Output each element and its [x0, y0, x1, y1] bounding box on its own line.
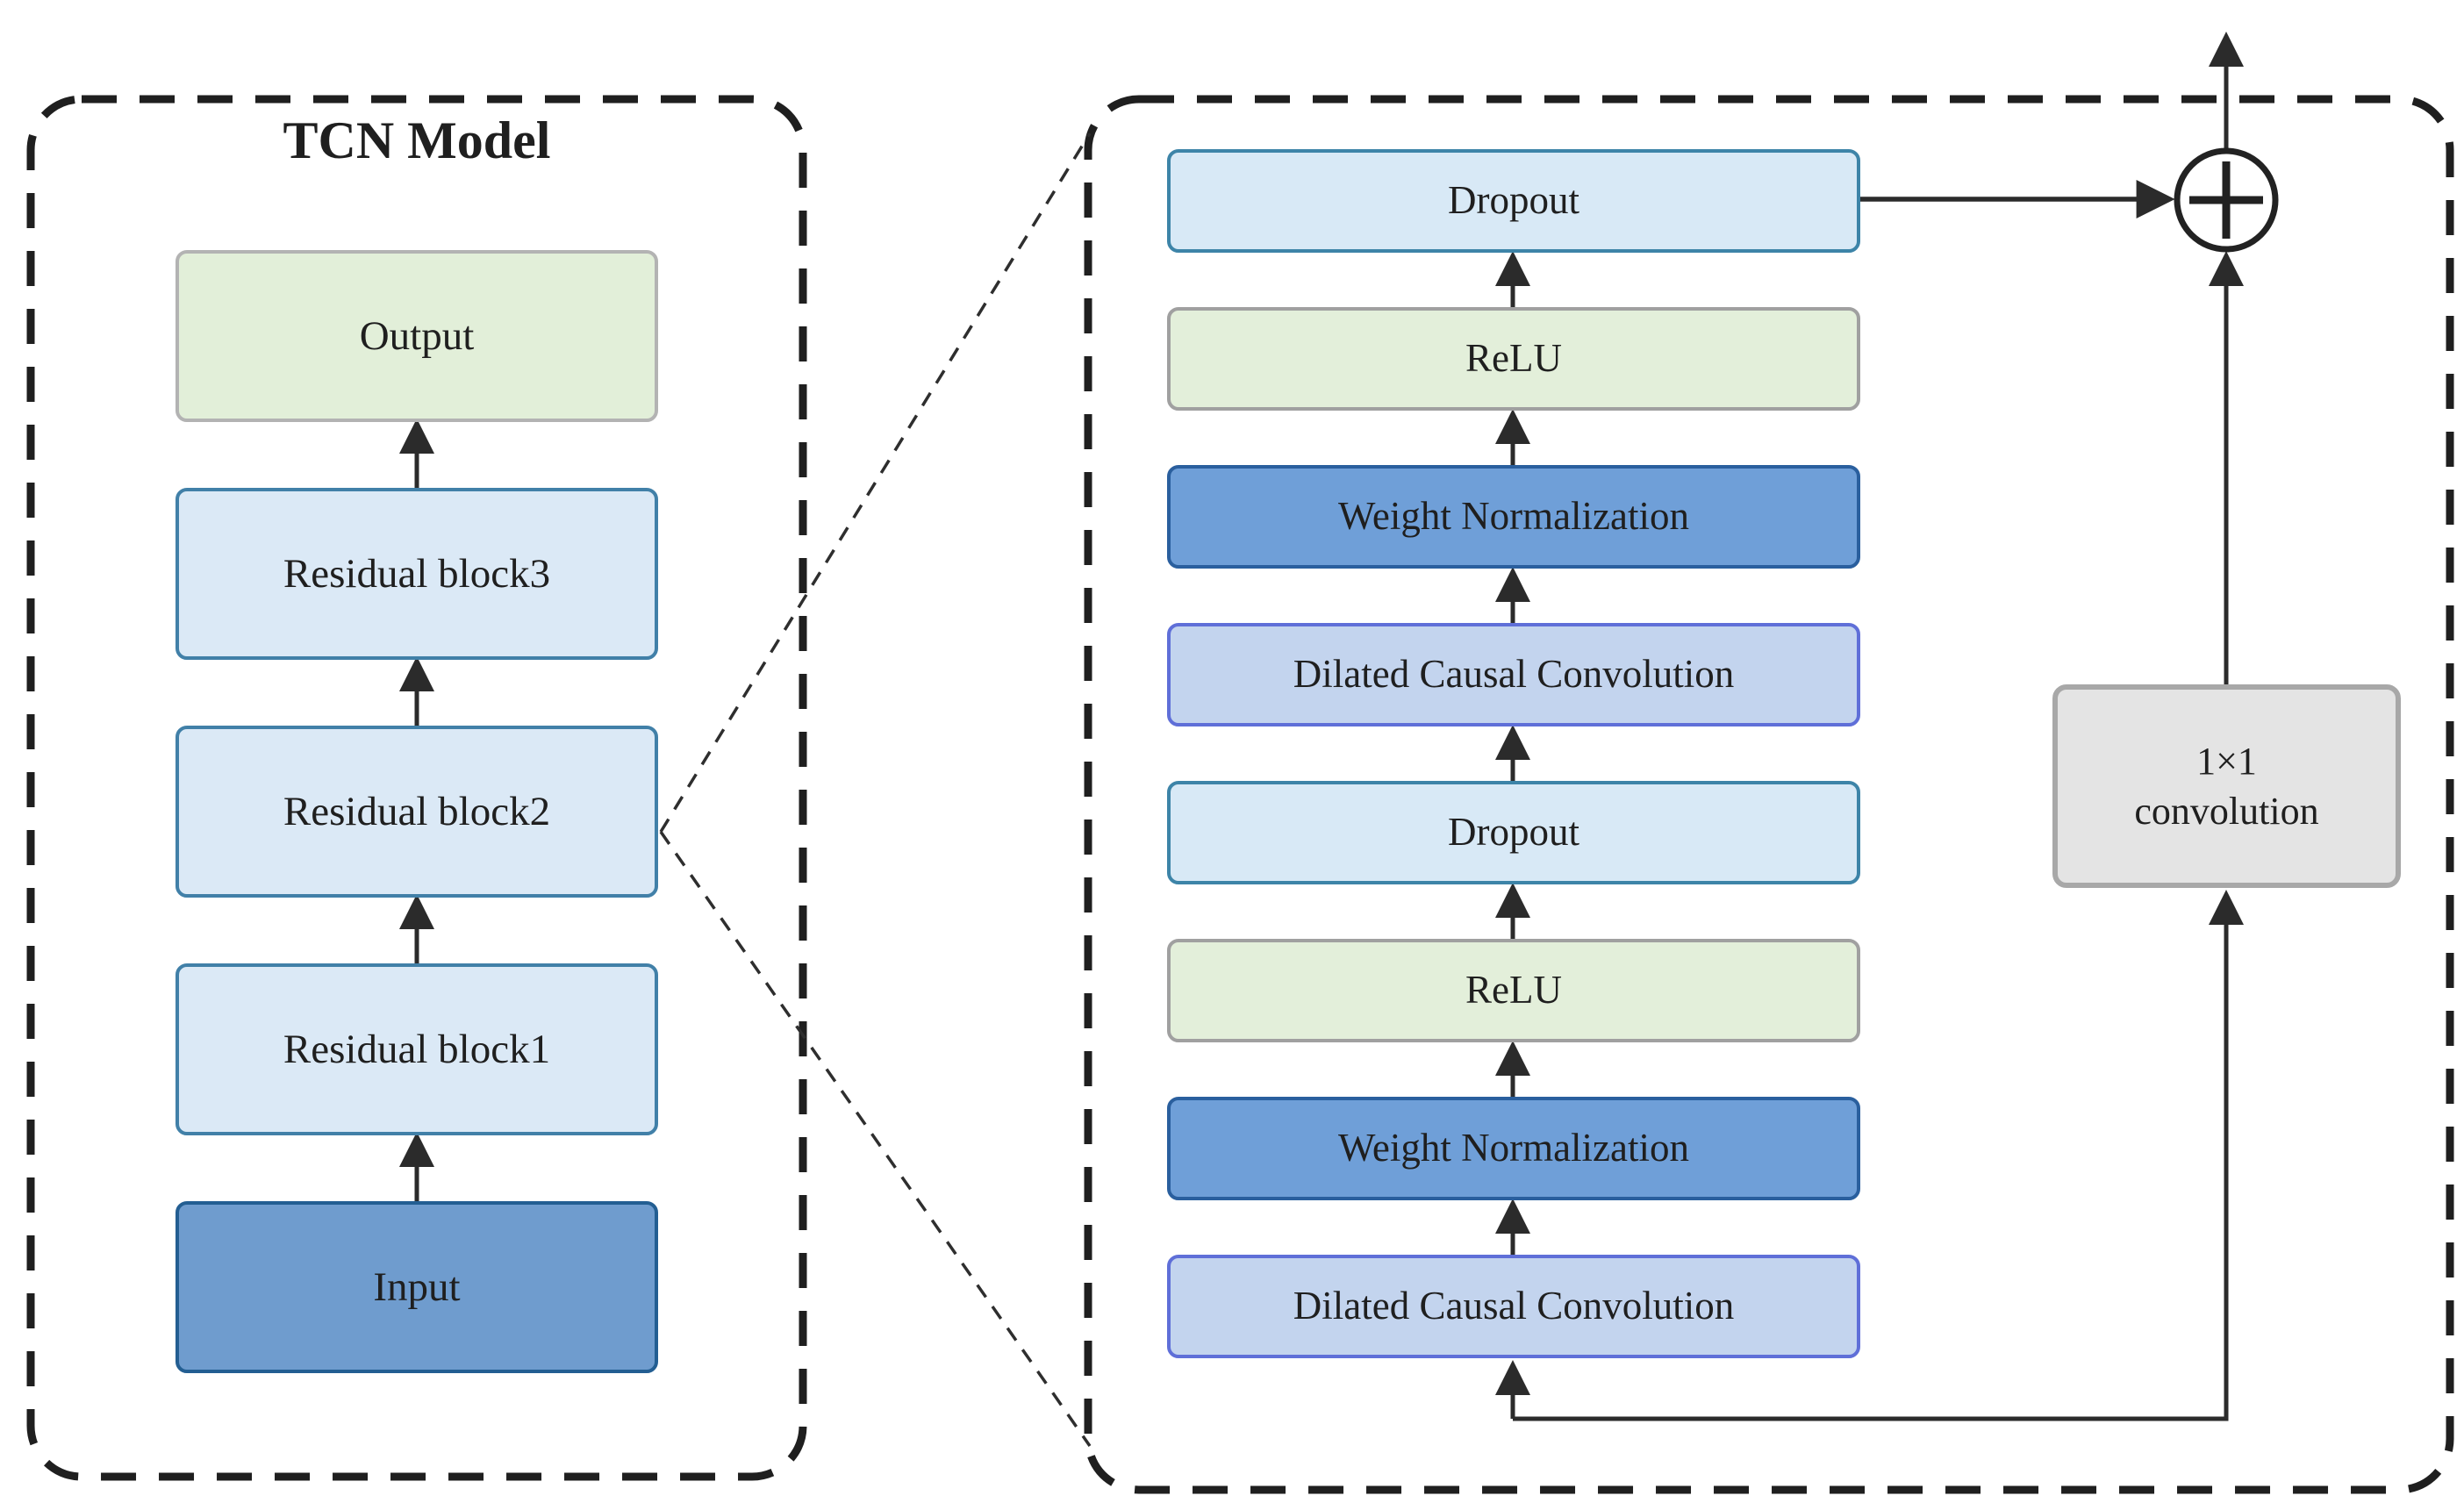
block-dilated-causal-convolution-2: Dilated Causal Convolution [1167, 623, 1860, 726]
block-dropout-2-label: Dropout [1448, 178, 1579, 223]
block-output: Output [175, 250, 658, 422]
block-relu-1: ReLU [1167, 939, 1860, 1042]
block-relu-1-label: ReLU [1465, 968, 1562, 1013]
block-dilated-causal-convolution-2-label: Dilated Causal Convolution [1293, 652, 1735, 697]
block-conv1x1: 1×1 convolution [2052, 684, 2401, 888]
block-conv1x1-label-line2: convolution [2134, 790, 2319, 833]
zoom-connector-upper-line [659, 132, 1092, 833]
block-residual-1: Residual block1 [175, 963, 658, 1135]
block-residual-2-label: Residual block2 [283, 788, 551, 834]
block-dropout-1-label: Dropout [1448, 810, 1579, 855]
block-weight-normalization-2-label: Weight Normalization [1337, 494, 1689, 539]
right-panel-dashed-border [1084, 95, 2454, 1494]
block-weight-normalization-2: Weight Normalization [1167, 465, 1860, 569]
block-residual-1-label: Residual block1 [283, 1026, 551, 1072]
block-relu-2-label: ReLU [1465, 336, 1562, 381]
block-dropout-1: Dropout [1167, 781, 1860, 884]
block-input-label: Input [373, 1263, 461, 1310]
block-residual-2: Residual block2 [175, 726, 658, 898]
block-weight-normalization-1-label: Weight Normalization [1337, 1126, 1689, 1170]
skip-connection-line [1513, 890, 2244, 1421]
block-weight-normalization-1: Weight Normalization [1167, 1097, 1860, 1200]
block-dilated-causal-convolution-1-label: Dilated Causal Convolution [1293, 1284, 1735, 1328]
block-input: Input [175, 1201, 658, 1373]
block-dilated-causal-convolution-1: Dilated Causal Convolution [1167, 1255, 1860, 1358]
block-residual-3-label: Residual block3 [283, 550, 551, 597]
left-panel-title: TCN Model [283, 111, 551, 169]
block-residual-3: Residual block3 [175, 488, 658, 660]
sum-plus-icon [2189, 161, 2263, 239]
zoom-connector-lower-line [659, 830, 1092, 1448]
block-relu-2: ReLU [1167, 307, 1860, 411]
left-panel-dashed-border [26, 95, 807, 1481]
block-output-label: Output [359, 312, 475, 359]
block-dropout-2: Dropout [1167, 149, 1860, 253]
block-conv1x1-label-line1: 1×1 [2196, 739, 2257, 783]
